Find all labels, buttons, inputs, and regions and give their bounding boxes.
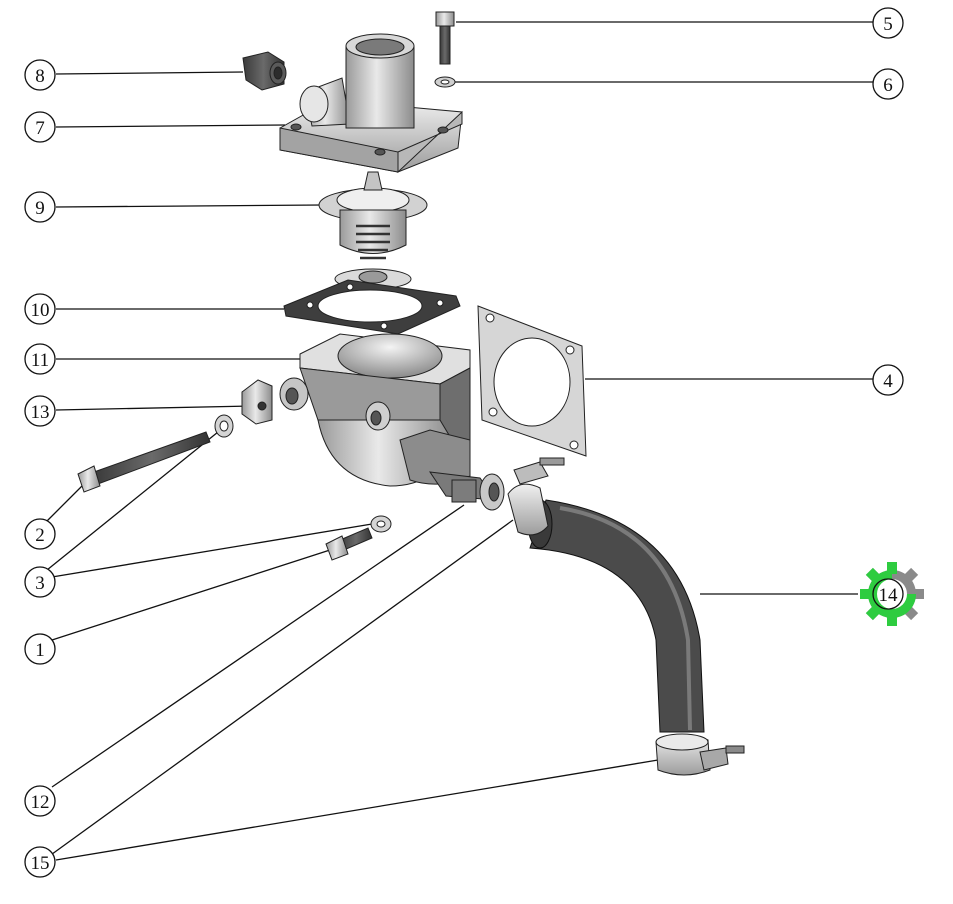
part-6-washer [434,76,456,88]
callout-circle-6 [872,68,904,100]
callout-10: 10 [31,300,50,321]
callout-circle-13 [24,395,56,427]
part-14-hose [527,499,705,733]
callout-circle-8 [24,59,56,91]
callout-13: 13 [31,402,50,423]
callout-12: 12 [31,792,50,813]
callout-3: 3 [35,573,45,594]
callout-circle-15 [24,846,56,878]
leader-lines [46,21,873,861]
callout-14: 14 [879,585,899,606]
callout-4: 4 [883,371,893,392]
callout-circle-5 [872,7,904,39]
callout-circle-3 [24,566,56,598]
part-7-outlet-housing [279,33,463,174]
part-3-washers [214,414,392,533]
callout-11: 11 [31,350,49,371]
callouts [24,7,904,878]
callout-circle-1 [24,633,56,665]
part-1-short-bolt [325,527,373,561]
part-10-gasket [283,279,461,335]
part-2-long-bolt [77,431,211,493]
callout-7: 7 [35,118,45,139]
callout-2: 2 [35,525,45,546]
part-8-plug [242,51,287,91]
part-11-housing-body [279,333,505,511]
callout-circle-10 [24,293,56,325]
part-9-thermostat [318,171,428,290]
part-5-bolt [435,11,455,65]
callout-9: 9 [35,198,45,219]
part-15-clamps [507,457,745,776]
callout-5: 5 [883,14,893,35]
callout-numbers: 5 6 8 7 9 10 11 13 4 14 2 3 1 12 15 [31,14,899,874]
callout-circle-2 [24,518,56,550]
part-13-bracket [241,379,273,425]
callout-circle-12 [24,785,56,817]
callout-6: 6 [883,75,893,96]
callout-8: 8 [35,66,45,87]
callout-circle-4 [872,364,904,396]
callout-circle-7 [24,111,56,143]
callout-15: 15 [31,853,50,874]
callout-circle-14 [872,578,904,610]
callout-circle-9 [24,191,56,223]
part-4-square-gasket [477,305,587,457]
callout-circle-11 [24,343,56,375]
callout-1: 1 [35,640,45,661]
part-12-stub [451,479,477,503]
